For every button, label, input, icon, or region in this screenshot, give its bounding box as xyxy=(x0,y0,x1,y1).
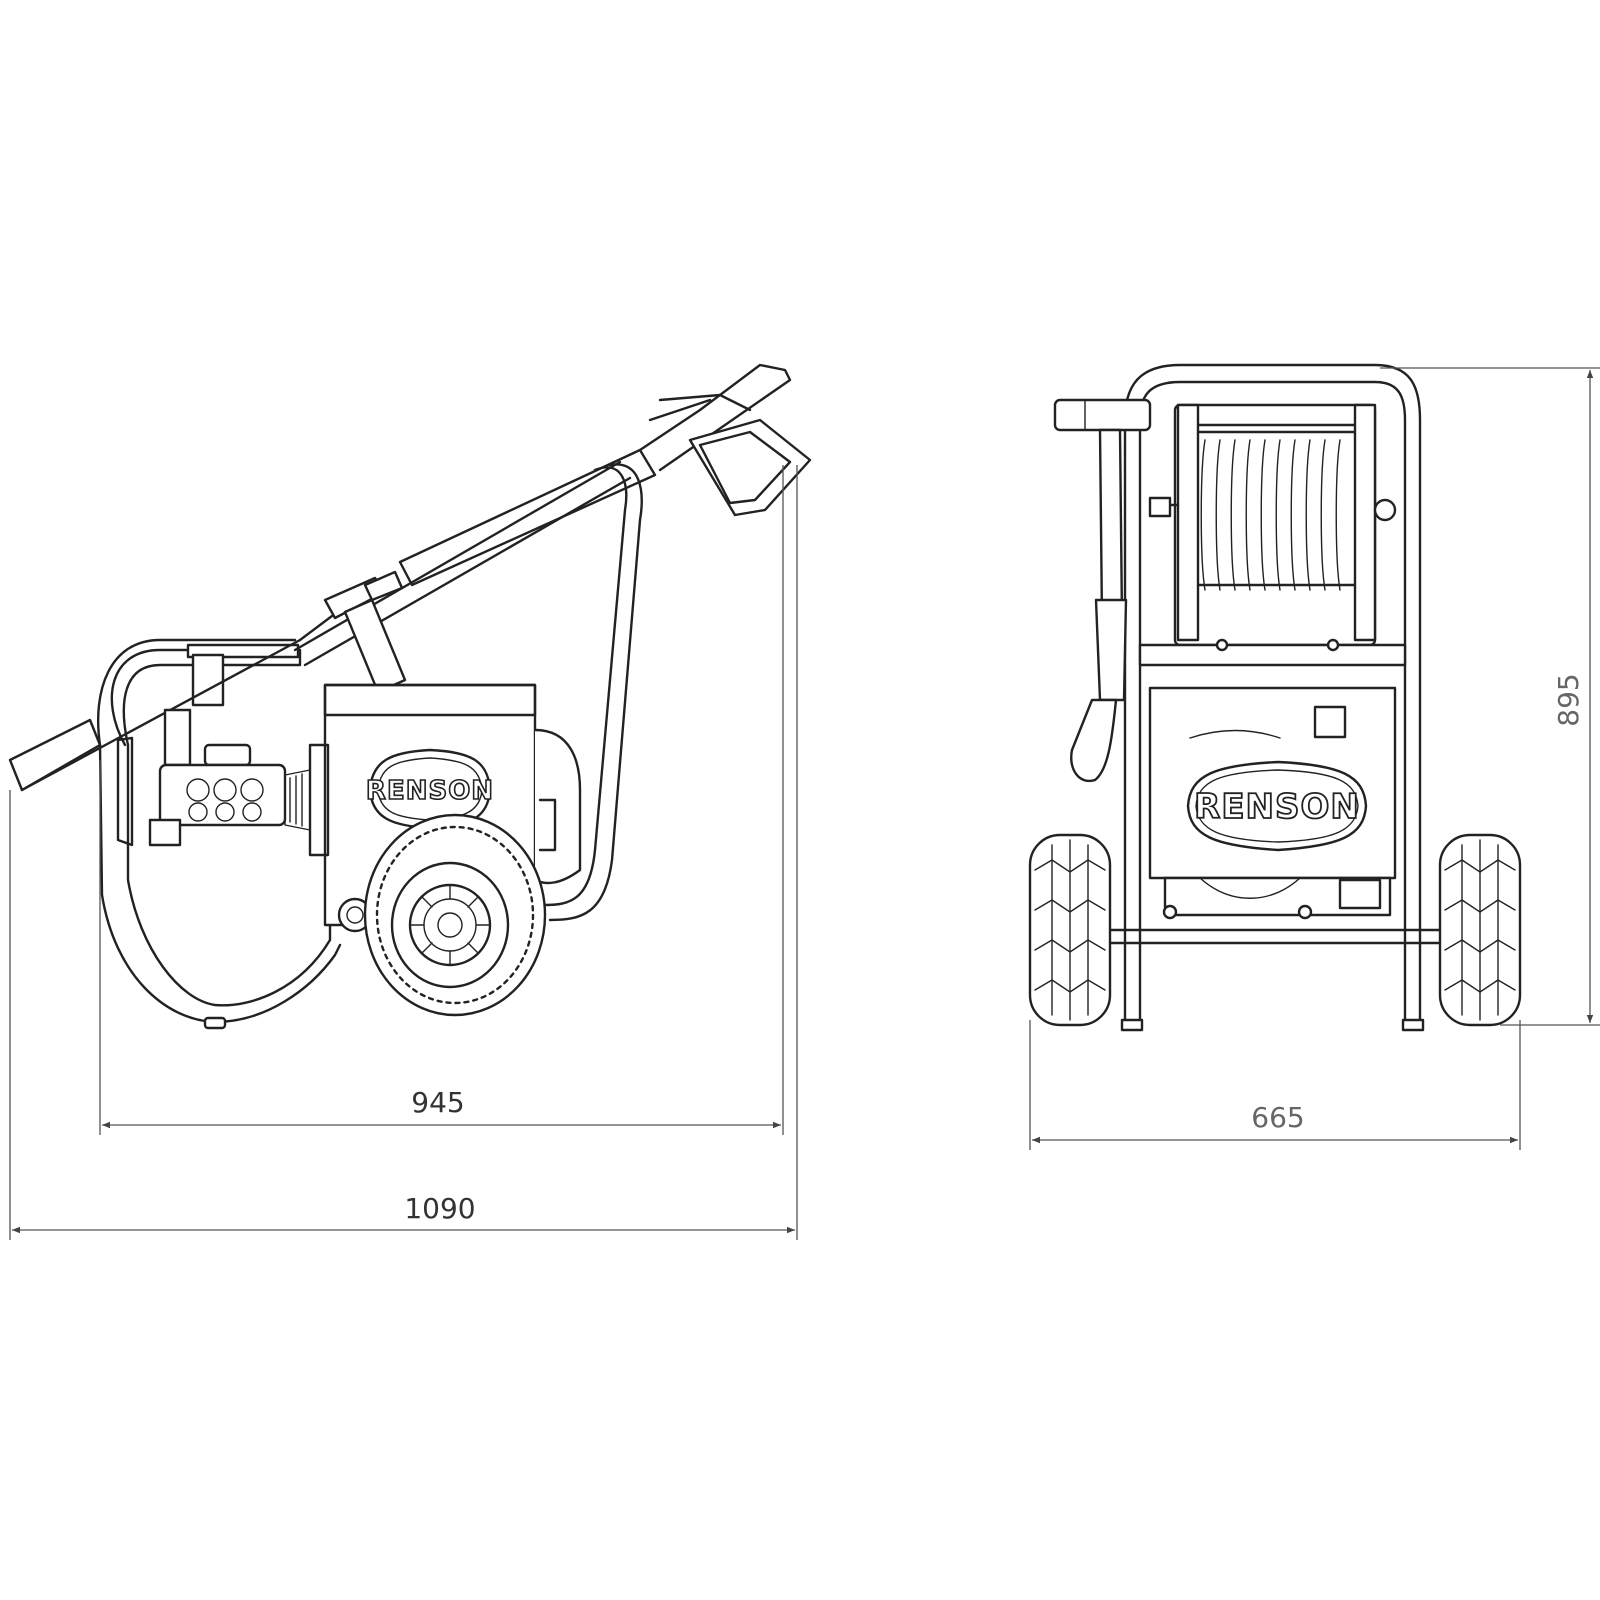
pump-assembly xyxy=(148,708,311,847)
front-view: RENSON xyxy=(1028,363,1522,1032)
dim-945: 945 xyxy=(411,1086,464,1119)
front-gun xyxy=(1053,398,1152,783)
dim-1090: 1090 xyxy=(404,1192,475,1225)
brand-logo-front: RENSON xyxy=(1194,787,1360,827)
side-wheel xyxy=(363,813,547,1017)
dim-895: 895 xyxy=(1552,673,1585,726)
front-dimensions: 665 895 xyxy=(1029,367,1600,1150)
front-wheel-left xyxy=(1028,833,1112,1027)
brand-logo-side: RENSON xyxy=(366,776,494,806)
front-wheel-right xyxy=(1438,833,1522,1027)
side-view: RENSON xyxy=(8,363,812,1030)
dim-665: 665 xyxy=(1251,1101,1304,1134)
hose-reel xyxy=(1148,403,1397,647)
side-dimensions: 945 1090 xyxy=(9,465,798,1240)
